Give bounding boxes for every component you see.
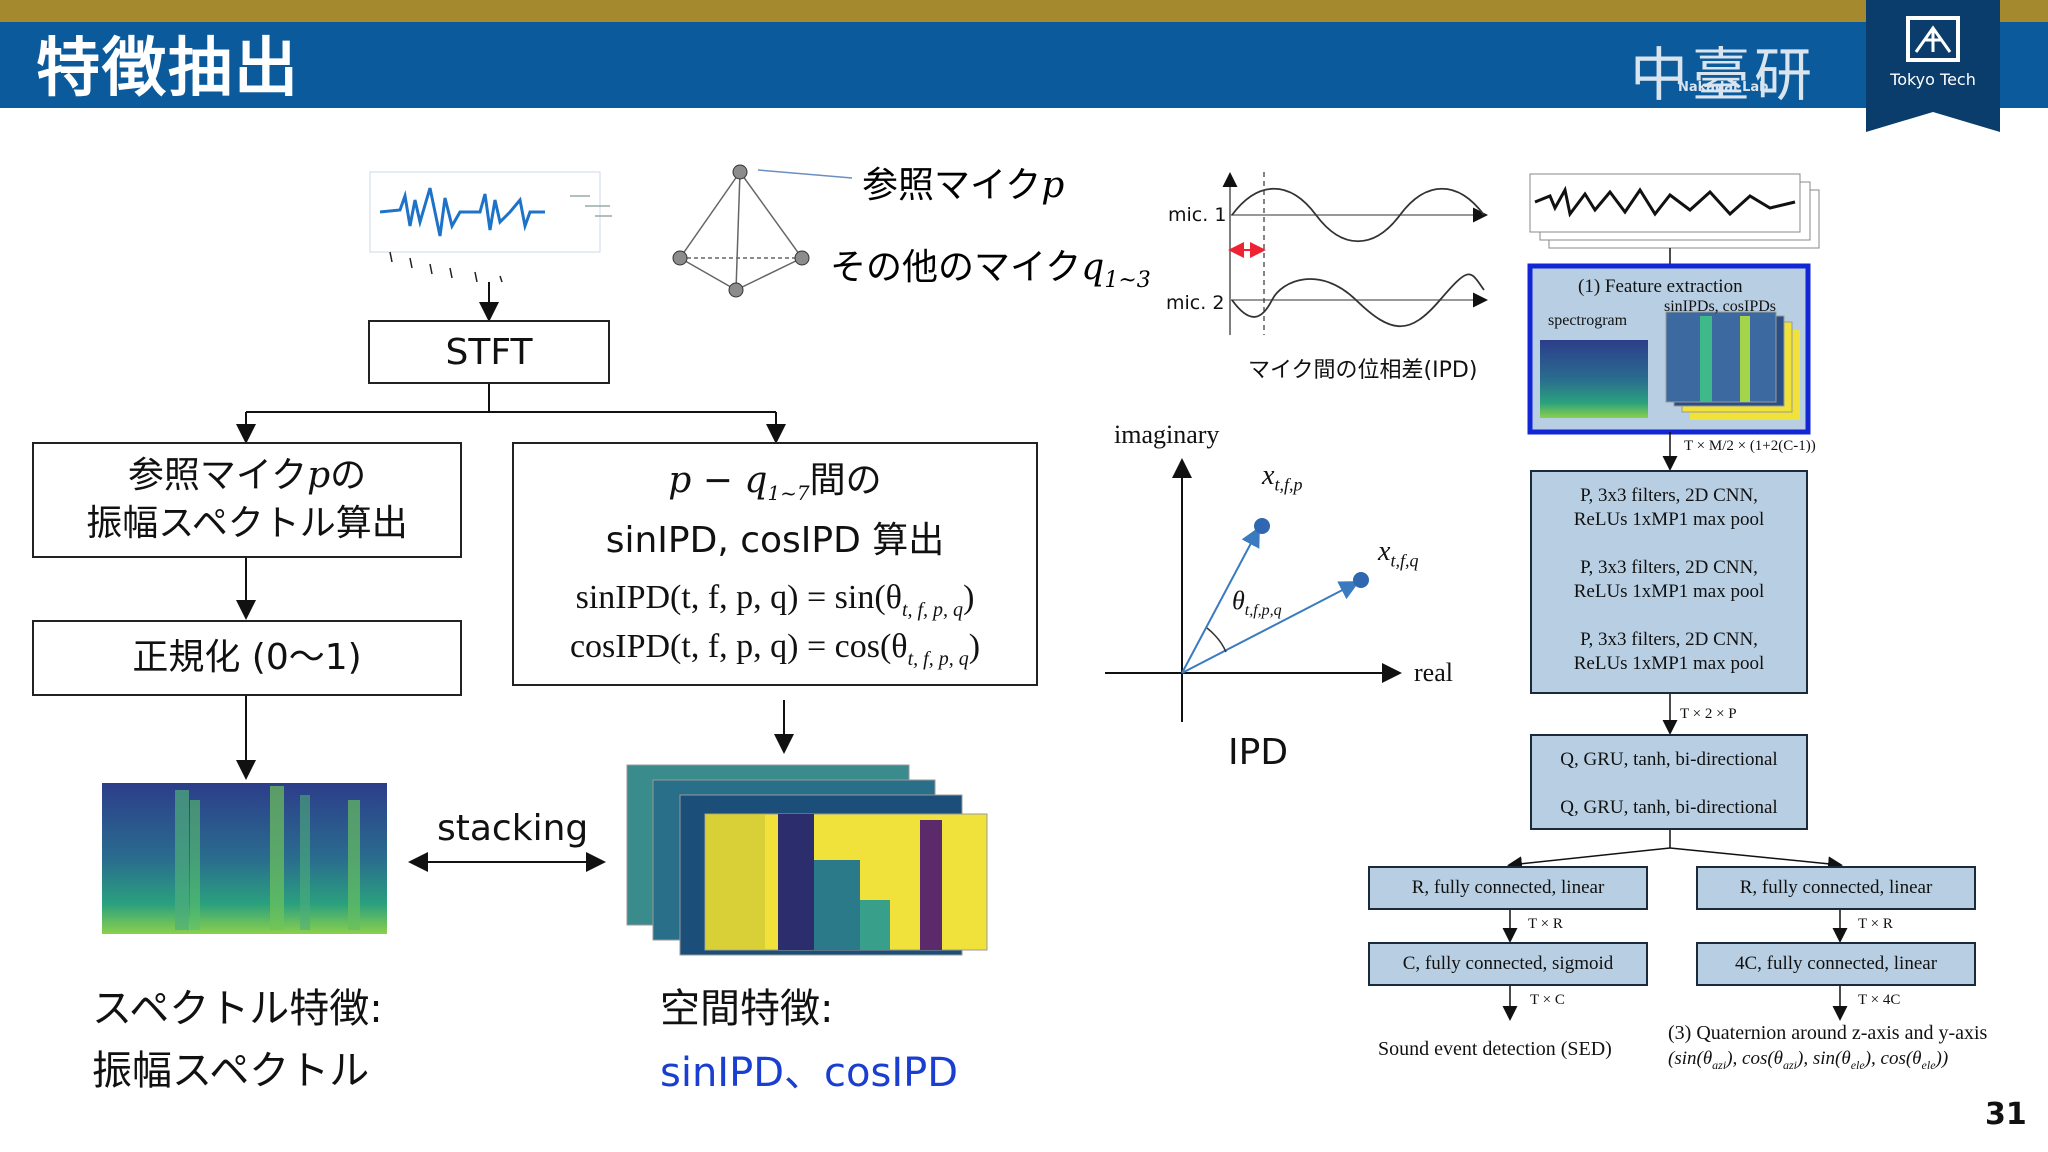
ref-mic-symbol: p [1041, 165, 1065, 206]
normalize-box: 正規化 (0〜1) [32, 620, 462, 696]
other-mic-sub: 1~3 [1104, 268, 1151, 294]
xq-label: xt,f,q [1378, 536, 1419, 571]
xp-label: xt,f,p [1262, 460, 1303, 495]
ref-mic-text: 参照マイク [862, 165, 1042, 206]
gru-block: Q, GRU, tanh, bi-directional Q, GRU, tan… [1530, 734, 1808, 830]
feature-ipds-label: sinIPDs, cosIPDs [1664, 298, 1777, 315]
right-fc2-box: 4C, fully connected, linear [1696, 942, 1976, 986]
other-mic-label: その他のマイクq1~3 [830, 244, 1151, 305]
header-bar [0, 22, 2048, 108]
spectral-feature-value: 振幅スペクトル [92, 1048, 370, 1094]
mic2-label: mic. 2 [1166, 292, 1225, 314]
feature-extraction-title: (1) Feature extraction [1578, 276, 1743, 297]
lab-logo-text: 中臺研 [1630, 41, 1817, 109]
normalize-label: 正規化 (0〜1) [132, 637, 362, 678]
phase-diff-caption: マイク間の位相差(IPD) [1248, 358, 1478, 383]
stacking-label: stacking [437, 808, 589, 849]
stft-box: STFT [368, 320, 610, 384]
university-badge: Tokyo Tech [1866, 0, 2000, 132]
amplitude-box-line2: 振幅スペクトル算出 [86, 503, 408, 544]
cnn-layer-1: P, 3x3 filters, 2D CNN,ReLUs 1xMP1 max p… [1573, 485, 1765, 530]
left-fc1-box: R, fully connected, linear [1368, 866, 1648, 910]
spectral-feature-title: スペクトル特徴: [92, 986, 383, 1032]
right-dim-label-2: T × 4C [1858, 992, 1901, 1008]
mic-waveforms-icon [1222, 172, 1488, 335]
network-input-waveforms-icon [1529, 173, 1820, 249]
right-dim-label-1: T × R [1858, 916, 1893, 932]
ipd-label: IPD [1228, 732, 1289, 773]
cnn-block: P, 3x3 filters, 2D CNN,ReLUs 1xMP1 max p… [1530, 470, 1808, 694]
spectrogram-image [102, 783, 387, 934]
cnn-layer-3: P, 3x3 filters, 2D CNN,ReLUs 1xMP1 max p… [1573, 629, 1765, 674]
ipd-box-line2: sinIPD, cosIPD 算出 [605, 520, 945, 562]
dim-label-2: T × 2 × P [1680, 706, 1737, 722]
ref-mic-label: 参照マイクp [862, 162, 1064, 210]
ipd-box-line1: p − q1~7間の [668, 460, 882, 506]
amplitude-spectrum-box: 参照マイクpの 振幅スペクトル算出 [32, 442, 462, 558]
quaternion-output-formula: (sin(θazi), cos(θazi), sin(θele), cos(θe… [1668, 1048, 1949, 1072]
stft-label: STFT [445, 331, 533, 373]
left-fc2-box: C, fully connected, sigmoid [1368, 942, 1648, 986]
amplitude-box-line1: 参照マイクpの [127, 455, 367, 496]
sin-ipd-formula: sinIPD(t, f, p, q) = sin(θt, f, p, q) [575, 579, 975, 622]
cos-ipd-formula: cosIPD(t, f, p, q) = cos(θt, f, p, q) [569, 628, 981, 670]
ipd-complex-plane [1105, 458, 1402, 722]
mic-array-icon [672, 164, 853, 298]
feature-spectrogram-label: spectrogram [1548, 312, 1628, 329]
sed-output-label: Sound event detection (SED) [1378, 1038, 1612, 1060]
imaginary-axis-label: imaginary [1114, 420, 1220, 449]
other-mic-symbol: q [1081, 247, 1105, 288]
ipd-calc-box: p − q1~7間の sinIPD, cosIPD 算出 sinIPD(t, f… [512, 442, 1038, 686]
mic1-label: mic. 1 [1168, 204, 1227, 226]
spatial-feature-title: 空間特徴: [660, 986, 834, 1032]
cnn-layer-2: P, 3x3 filters, 2D CNN,ReLUs 1xMP1 max p… [1573, 557, 1765, 602]
right-fc1-box: R, fully connected, linear [1696, 866, 1976, 910]
dim-label-1: T × M/2 × (1+2(C-1)) [1684, 438, 1816, 454]
waveform-stack-icon [369, 171, 612, 283]
top-stripe [0, 0, 2048, 22]
spatial-feature-value: sinIPD、cosIPD [660, 1050, 959, 1096]
other-mic-text: その他のマイク [830, 247, 1082, 288]
lab-logo-subtitle: Nakadai Lab. [1678, 80, 1774, 95]
left-dim-label-2: T × C [1530, 992, 1565, 1008]
slide-title: 特徴抽出 [36, 32, 300, 106]
gru-layer-1: Q, GRU, tanh, bi-directional [1560, 749, 1778, 770]
university-name: Tokyo Tech [1890, 70, 1976, 89]
theta-label: θt,f,p,q [1232, 586, 1282, 620]
gru-layer-2: Q, GRU, tanh, bi-directional [1560, 797, 1778, 818]
page-number: 31 [1985, 1097, 2027, 1132]
real-axis-label: real [1414, 658, 1453, 687]
left-dim-label-1: T × R [1528, 916, 1563, 932]
quaternion-output-label: (3) Quaternion around z-axis and y-axis [1668, 1022, 1988, 1044]
ipd-feature-stack-image [626, 764, 988, 956]
